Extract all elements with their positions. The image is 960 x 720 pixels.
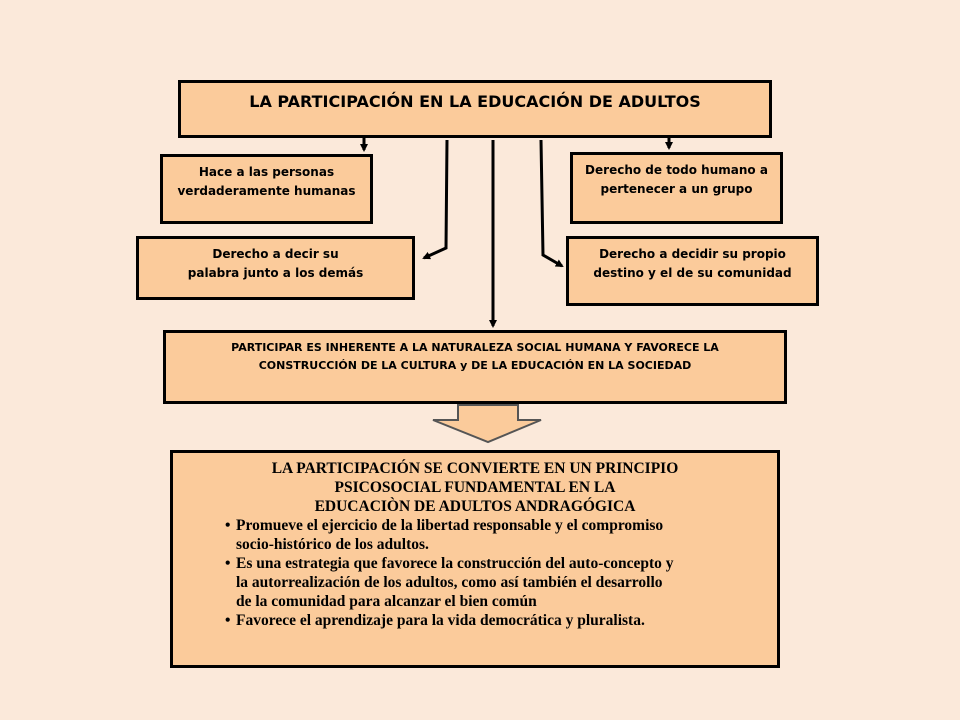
bullet-item-2: • Es una estrategia que favorece la const… xyxy=(225,554,777,611)
right-bottom-line-2: destino y el de su comunidad xyxy=(593,266,792,280)
bullet-2-line-1: Es una estrategia que favorece la constr… xyxy=(236,555,674,572)
principle-box: LA PARTICIPACIÓN SE CONVIERTE EN UN PRIN… xyxy=(170,450,780,668)
bullet-1-line-1: Promueve el ejercicio de la libertad res… xyxy=(236,517,664,534)
central-line-1: PARTICIPAR ES INHERENTE A LA NATURALEZA … xyxy=(231,341,719,354)
arrow-to-left-bottom xyxy=(422,139,449,260)
principle-heading-line-3: EDUCACIÒN DE ADULTOS ANDRAGÓGICA xyxy=(314,498,636,515)
bullet-item-3: • Favorece el aprendizaje para la vida de… xyxy=(225,611,777,630)
central-statement-box: PARTICIPAR ES INHERENTE A LA NATURALEZA … xyxy=(163,330,787,404)
left-bottom-line-2: palabra junto a los demás xyxy=(187,266,364,280)
principle-heading: LA PARTICIPACIÓN SE CONVIERTE EN UN PRIN… xyxy=(173,459,777,516)
right-bottom-line-1: Derecho a decidir su propio xyxy=(599,247,786,261)
principle-heading-line-1: LA PARTICIPACIÓN SE CONVIERTE EN UN PRIN… xyxy=(271,460,679,477)
main-title-box: LA PARTICIPACIÓN EN LA EDUCACIÓN DE ADUL… xyxy=(178,80,772,138)
block-down-arrow xyxy=(432,404,542,444)
bullet-2-line-2: la autorrealización de los adultos, como… xyxy=(236,574,663,591)
left-top-line-1: Hace a las personas xyxy=(198,165,335,179)
right-top-line-1: Derecho de todo humano a xyxy=(585,163,768,177)
principle-heading-line-2: PSICOSOCIAL FUNDAMENTAL EN LA xyxy=(334,479,616,496)
bullet-item-1: • Promueve el ejercicio de la libertad re… xyxy=(225,516,777,554)
right-bottom-box: Derecho a decidir su propio destino y el… xyxy=(566,236,819,306)
bullet-2-line-3: de la comunidad para alcanzar el bien co… xyxy=(236,593,537,610)
principle-bullet-list: • Promueve el ejercicio de la libertad re… xyxy=(173,516,777,630)
bullet-icon: • xyxy=(225,555,231,572)
left-top-box: Hace a las personas verdaderamente human… xyxy=(160,154,373,224)
right-top-line-2: pertenecer a un grupo xyxy=(600,182,753,196)
right-top-box: Derecho de todo humano a pertenecer a un… xyxy=(570,152,783,224)
left-bottom-line-1: Derecho a decir su xyxy=(212,247,339,261)
main-title: LA PARTICIPACIÓN EN LA EDUCACIÓN DE ADUL… xyxy=(249,92,701,111)
left-bottom-box: Derecho a decir su palabra junto a los d… xyxy=(136,236,415,300)
left-top-line-2: verdaderamente humanas xyxy=(177,184,356,198)
central-line-2: CONSTRUCCIÓN DE LA CULTURA y DE LA EDUCA… xyxy=(258,359,692,372)
bullet-1-line-2: socio-histórico de los adultos. xyxy=(236,536,429,553)
arrow-to-right-bottom xyxy=(539,139,564,268)
bullet-icon: • xyxy=(225,517,231,534)
bullet-3-line-1: Favorece el aprendizaje para la vida dem… xyxy=(236,612,645,629)
bullet-icon: • xyxy=(225,612,231,629)
